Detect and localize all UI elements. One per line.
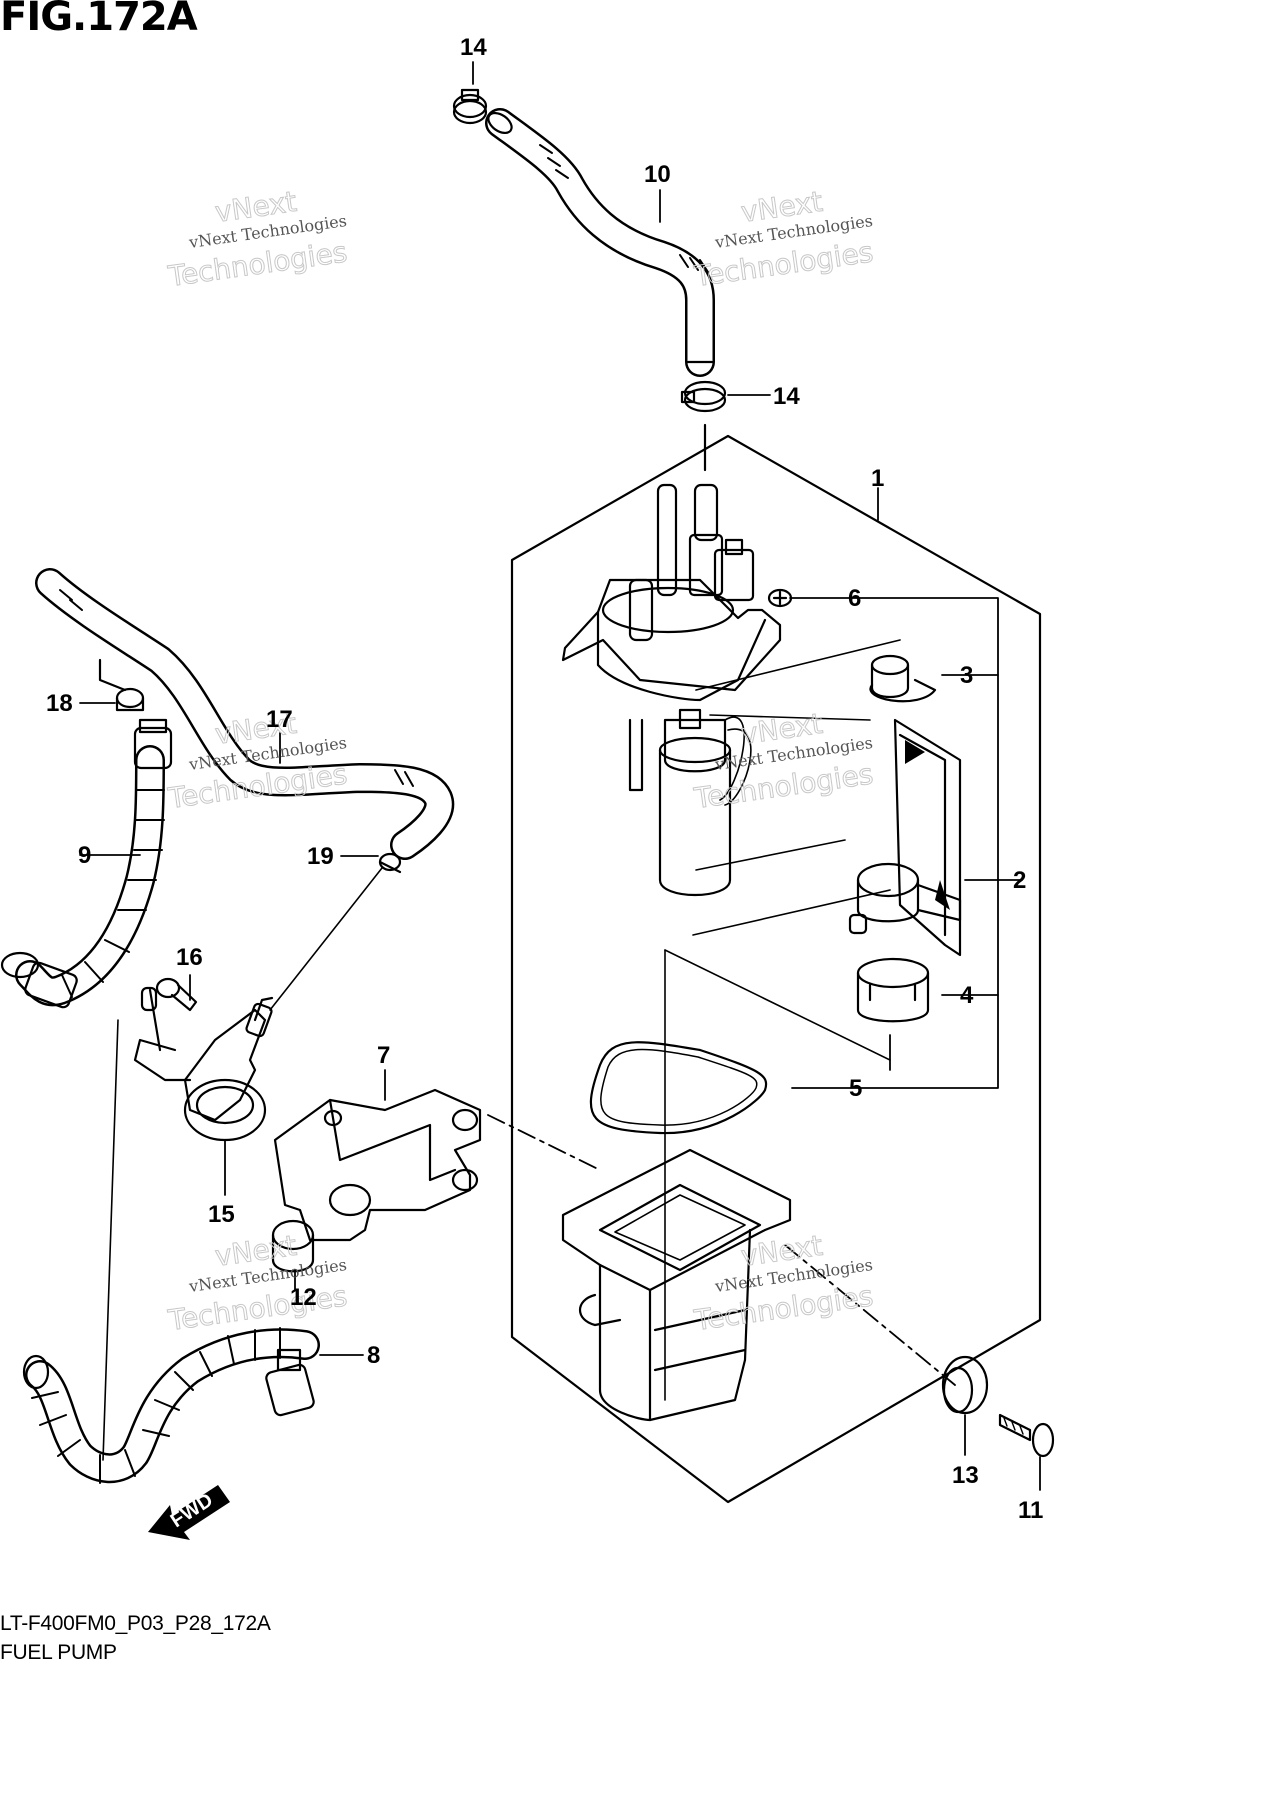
- dash-line-7: [487, 1114, 601, 1171]
- figure-name: FUEL PUMP: [0, 1641, 117, 1664]
- plug-3: [869, 654, 937, 703]
- callout-13: 13: [952, 1462, 979, 1489]
- guide-line-8: [102, 1019, 119, 1461]
- callout-16: 16: [176, 944, 203, 971]
- regulator-15: [133, 986, 274, 1142]
- hose-9: [0, 718, 173, 1009]
- callout-10: 10: [644, 161, 671, 188]
- assembly-guide-lines: [664, 639, 901, 1401]
- gasket-5: [589, 1041, 768, 1135]
- callout-2: 2: [1013, 867, 1026, 894]
- callout-3: 3: [960, 662, 973, 689]
- clamp-14-top: [452, 88, 488, 125]
- dash-line-13: [784, 1244, 956, 1386]
- bracket-7: [273, 1088, 482, 1242]
- callout-11: 11: [1018, 1497, 1043, 1524]
- callout-8: 8: [367, 1342, 380, 1369]
- watermarks: vNext vNext Technologies Technologies vN…: [165, 184, 876, 1337]
- pump-motor: [658, 708, 752, 896]
- callout-5: 5: [849, 1075, 862, 1102]
- callout-18: 18: [46, 690, 73, 717]
- callout-9: 9: [78, 842, 91, 869]
- hose-10: [485, 108, 715, 377]
- callout-1: 1: [871, 465, 884, 492]
- bolt-11: [998, 1413, 1055, 1458]
- callout-numbers: 14 10 14 1 6 3 2 4 5 7 8 9 12 15 16 17 1…: [46, 34, 1043, 1524]
- callout-14-lower: 14: [773, 383, 800, 410]
- hose-8: [22, 1327, 320, 1484]
- callout-6: 6: [848, 585, 861, 612]
- callout-15: 15: [208, 1201, 235, 1228]
- assembly-outline: [510, 434, 1042, 1504]
- guide-line-19: [269, 867, 383, 1011]
- grommet-13: [941, 1355, 989, 1415]
- callout-4: 4: [960, 982, 974, 1009]
- filter-2: [848, 718, 962, 957]
- figure-code: LT-F400FM0_P03_P28_172A: [0, 1612, 271, 1635]
- callout-17: 17: [266, 706, 293, 733]
- clip-19: [378, 852, 402, 874]
- pump-housing: [561, 1148, 792, 1422]
- fwd-arrow: FWD: [148, 1485, 230, 1540]
- callout-19: 19: [307, 843, 334, 870]
- holder-4: [856, 957, 930, 1023]
- figure-title: FIG.172A: [0, 0, 198, 40]
- cushion-12: [271, 1219, 315, 1273]
- hose-17: [35, 568, 455, 860]
- clamp-14-lower: [680, 380, 727, 413]
- callout-leaders: [79, 61, 1041, 1491]
- callout-12: 12: [290, 1284, 317, 1311]
- callout-7: 7: [377, 1042, 390, 1069]
- pump-top-flange: [561, 483, 793, 792]
- bolt-16: [155, 977, 198, 1012]
- callout-14-top: 14: [460, 34, 487, 61]
- clip-18: [98, 658, 145, 712]
